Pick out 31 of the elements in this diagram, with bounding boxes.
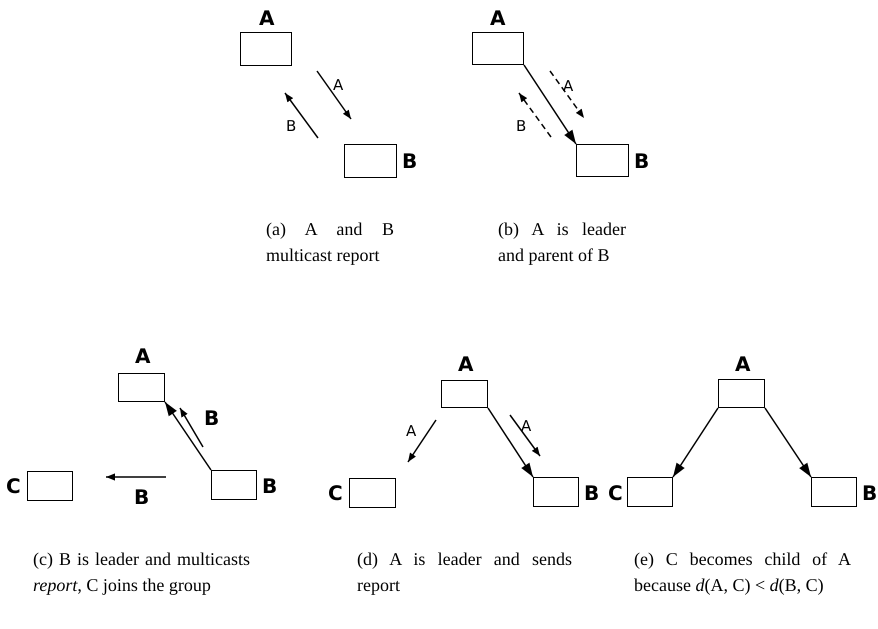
arrow-label: B [204, 408, 220, 428]
node-label: A [490, 8, 506, 28]
arrow-label: A [521, 419, 532, 434]
tree-edge [764, 408, 812, 478]
node-label: B [262, 476, 278, 496]
caption: (c) B is leader and multicasts report, C joins the group [33, 548, 250, 597]
node-label: B [402, 151, 418, 171]
caption: (a) A and B multicast report [266, 218, 394, 267]
tree-edge [523, 64, 577, 144]
node-label: B [634, 151, 650, 171]
tree-edge [164, 402, 212, 470]
tree-edge [672, 408, 719, 478]
node-label: B [584, 483, 600, 503]
arrow-label: B [134, 487, 150, 507]
node-label: C [608, 483, 623, 503]
tree-edge [487, 408, 534, 478]
node-label: A [259, 8, 274, 28]
node-label: A [135, 346, 150, 366]
caption: (b) A is leader and parent of B [498, 218, 626, 267]
caption: (e) C becomes child of A because d(A, C) < d(B, C) [634, 548, 851, 597]
arrow-label: B [286, 119, 296, 134]
node-label: A [458, 354, 474, 374]
arrow-label: B [516, 119, 526, 134]
arrow-label: A [333, 78, 344, 93]
arrow-label: A [406, 424, 416, 439]
node-label: C [6, 476, 21, 496]
node-label: B [862, 483, 878, 503]
arrow-label: A [563, 79, 574, 94]
node-label: C [328, 483, 343, 503]
node-label: A [735, 354, 750, 374]
caption: (d) A is leader and sends report [357, 548, 572, 597]
